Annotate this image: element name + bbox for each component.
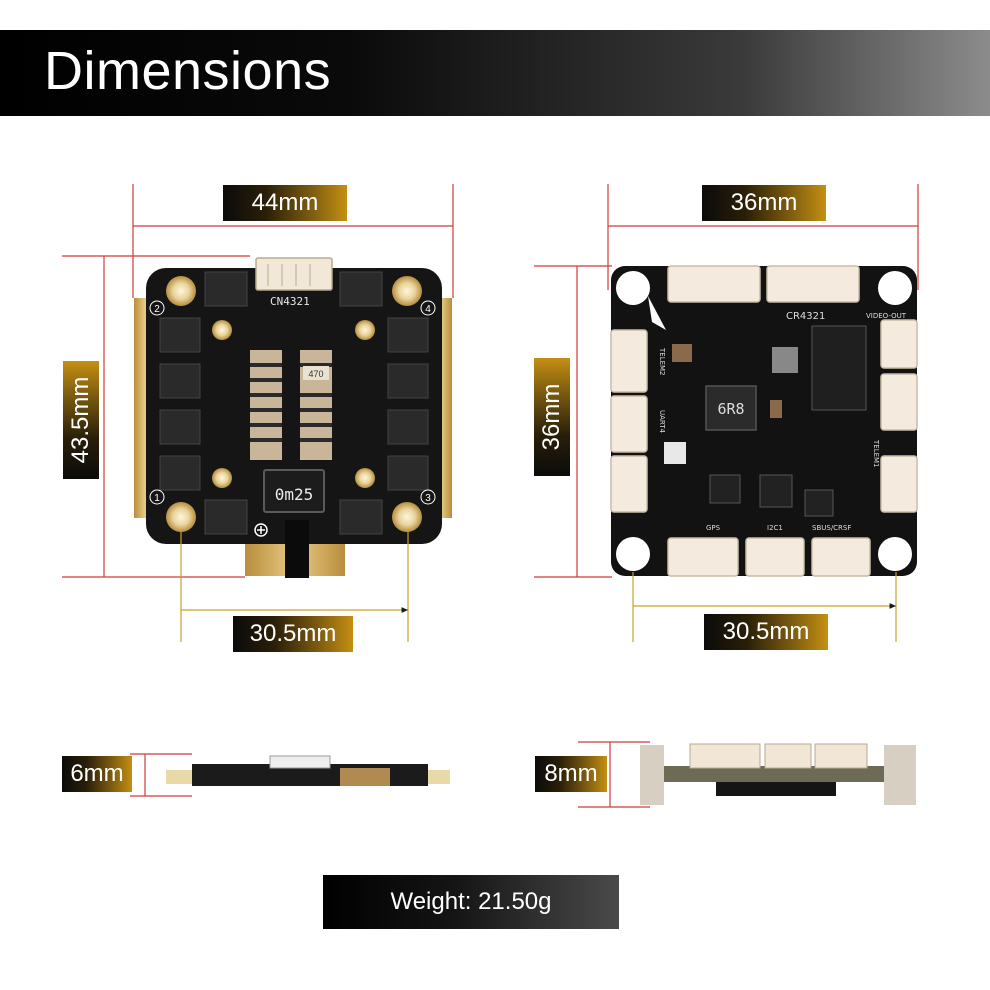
esc-dimension-lines	[62, 184, 454, 642]
fc-pad-label: VIDEO-OUT	[866, 312, 907, 320]
fc-inductor-label: 6R8	[717, 400, 744, 418]
fc-dimension-lines	[534, 184, 919, 642]
esc-mount-hole	[166, 276, 196, 306]
esc-height-label: 43.5mm	[63, 361, 99, 479]
esc-side-dimension	[130, 753, 192, 797]
esc-capacitors: 470	[250, 350, 332, 460]
esc-motor-number: 2	[154, 304, 160, 315]
esc-motor-number: 1	[154, 493, 160, 504]
fc-pad-label: UART4	[658, 410, 666, 434]
fc-side-view	[640, 743, 916, 805]
esc-motor-number: 3	[425, 493, 431, 504]
fc-pad-label: TELEM2	[658, 347, 666, 376]
esc-side-view	[166, 755, 450, 786]
esc-shunt	[263, 469, 325, 513]
weight-banner: Weight: 21.50g	[323, 875, 619, 929]
fc-pad-label: I2C1	[767, 524, 783, 532]
esc-mount-hole	[392, 502, 422, 532]
fc-mount-hole	[616, 271, 650, 305]
header-banner: Dimensions	[0, 30, 990, 116]
fc-mount-hole	[878, 271, 912, 305]
fc-side-dimension	[578, 741, 650, 808]
esc-signal-connector	[255, 257, 333, 291]
esc-mount-hole	[392, 276, 422, 306]
fc-pad-label: SBUS/CRSF	[812, 524, 851, 532]
fc-board: 6R8 CR4321 VIDEO-OUT GPS I2C1 SBUS/CRSF …	[610, 265, 918, 577]
esc-thickness-label: 6mm	[62, 756, 132, 792]
fc-components: 6R8	[648, 296, 867, 517]
esc-resistor-label: 470	[308, 369, 323, 379]
fc-height-label: 36mm	[534, 358, 570, 476]
fc-pad-label: GPS	[706, 524, 721, 532]
fc-mount-label: 30.5mm	[704, 614, 828, 650]
fc-connectors	[610, 265, 918, 577]
esc-shunt-label: 0m25	[275, 485, 314, 504]
esc-width-label: 44mm	[223, 185, 347, 221]
fc-mount-hole	[616, 537, 650, 571]
esc-mount-hole	[166, 502, 196, 532]
esc-mosfets	[159, 271, 429, 535]
esc-board: 470 0m25 CN4321 1 2 3 4	[134, 257, 452, 578]
fc-pad-label: TELEM1	[872, 439, 880, 468]
page-title: Dimensions	[44, 41, 332, 101]
fc-thickness-label: 8mm	[535, 756, 607, 792]
fc-width-label: 36mm	[702, 185, 826, 221]
esc-battery-post	[285, 520, 309, 578]
esc-motor-number: 4	[425, 304, 431, 315]
fc-mount-hole	[878, 537, 912, 571]
esc-connector-label: CN4321	[270, 295, 310, 308]
fc-connector-label: CR4321	[786, 311, 825, 322]
esc-mount-label: 30.5mm	[233, 616, 353, 652]
